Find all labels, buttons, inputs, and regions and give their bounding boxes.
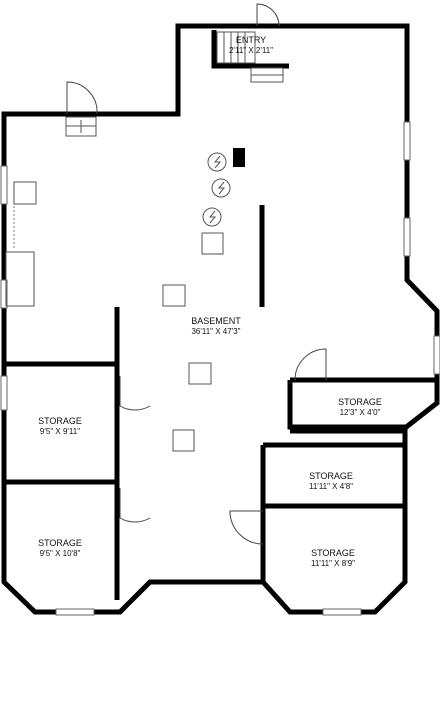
entry-wall: [211, 30, 289, 69]
storage-3-dims: 12'3" X 4'0": [340, 408, 381, 417]
storage-2-dims: 9'5" X 10'8": [40, 549, 81, 558]
storage-4-dims: 11'11" X 4'8": [309, 482, 353, 491]
window-icon: [403, 121, 411, 161]
door-swing-icon: [294, 348, 327, 381]
door-swing-icon: [119, 376, 151, 411]
storage-3-name: STORAGE: [338, 397, 382, 407]
storage-right-top-wall: [287, 377, 437, 430]
entry-dims: 2'11" X 2'11": [229, 46, 273, 55]
column-icon: [13, 181, 37, 205]
window-icon: [403, 217, 411, 257]
basement-name: BASEMENT: [191, 316, 241, 326]
entry-name: ENTRY: [236, 35, 266, 45]
storage-right-lower-wall: [260, 442, 405, 582]
storage-5-name: STORAGE: [311, 548, 355, 558]
basement-dims: 36'11" X 47'3": [191, 327, 240, 336]
window-icon: [0, 375, 8, 411]
door-swing-icon: [256, 3, 280, 27]
door-swing-icon: [119, 488, 151, 523]
storage-1-dims: 9'5" X 9'11": [40, 427, 80, 436]
window-icon: [322, 608, 362, 616]
storage-1-name: STORAGE: [38, 416, 82, 426]
storage-2-name: STORAGE: [38, 538, 82, 548]
column-icon: [201, 232, 224, 255]
electrical-panel-icon: [202, 148, 245, 227]
entry-stair: [216, 31, 256, 64]
column-icon: [188, 362, 212, 385]
column-icon: [172, 429, 195, 452]
column-icon: [162, 284, 186, 307]
storage-left-wall: [4, 361, 120, 485]
window-icon: [55, 608, 95, 616]
utility-box: [5, 251, 35, 307]
window-icon: [0, 279, 8, 309]
window-icon: [0, 165, 8, 205]
door-swing-icon: [229, 510, 264, 545]
door-swing-icon: [66, 81, 98, 115]
storage-4-name: STORAGE: [309, 471, 353, 481]
window-icon: [433, 335, 440, 375]
storage-5-dims: 11'11" X 8'9": [311, 559, 355, 568]
